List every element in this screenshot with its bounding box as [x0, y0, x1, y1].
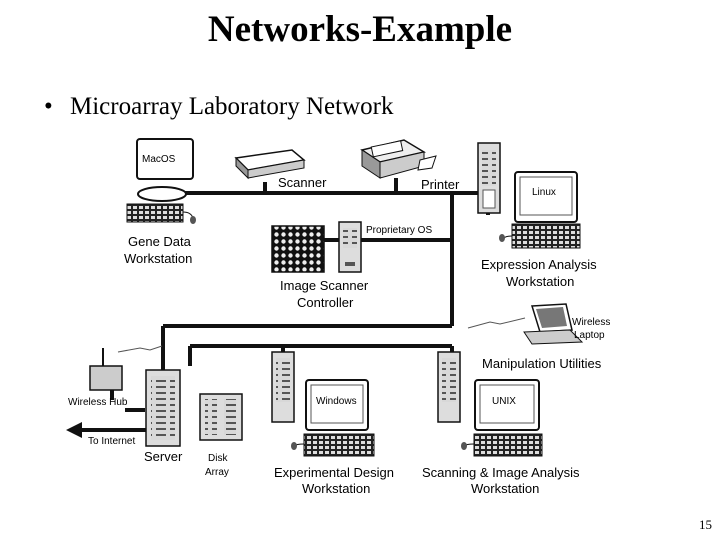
printer: Printer	[360, 139, 460, 192]
linux-label: Linux	[532, 187, 556, 198]
proprietary-os-label: Proprietary OS	[366, 225, 432, 236]
scanner: Scanner	[234, 149, 327, 190]
gene-data-workstation: MacOS Gene Data Workstation	[124, 138, 196, 266]
scanning-label-2: Workstation	[471, 481, 539, 496]
page-number: 15	[699, 517, 712, 532]
disk-label-1: Disk	[208, 453, 228, 464]
expression-label-1: Expression Analysis	[481, 257, 597, 272]
expression-label-2: Workstation	[506, 274, 574, 289]
printer-label: Printer	[421, 177, 460, 192]
image-scanner-label-1: Image Scanner	[280, 278, 369, 293]
internet-arrow	[66, 422, 148, 438]
server: Server	[144, 369, 183, 464]
microarray-grid-icon	[271, 225, 325, 273]
bullet-text: Microarray Laboratory Network	[70, 93, 394, 120]
wireless-laptop-label-2: Laptop	[574, 330, 605, 341]
monitor-icon	[136, 138, 194, 180]
scanner-label: Scanner	[278, 175, 327, 190]
wireless-hub: Wireless Hub	[68, 348, 128, 408]
keyboard-icon	[511, 223, 581, 249]
experimental-label-2: Workstation	[302, 481, 370, 496]
disk-label-2: Array	[205, 467, 229, 478]
wireless-signal	[117, 317, 526, 353]
disk-array: Disk Array	[199, 393, 243, 478]
image-scanner-controller: Proprietary OS Image Scanner Controller	[271, 221, 432, 310]
wireless-laptop-label-1: Wireless	[572, 317, 610, 328]
expression-analysis-workstation: Linux Expression Analysis Workstation	[477, 142, 597, 289]
keyboard-icon	[303, 433, 375, 457]
bullet-dot: •	[44, 93, 53, 120]
manipulation-label: Manipulation Utilities	[482, 356, 602, 371]
windows-label: Windows	[316, 396, 357, 407]
scanning-image-analysis-workstation: UNIX Scanning & Image Analysis Workstati…	[422, 351, 580, 496]
wireless-laptop: Wireless Laptop	[523, 303, 610, 345]
slide-title: Networks-Example	[207, 9, 513, 50]
gene-data-label-2: Workstation	[124, 251, 192, 266]
wireless-hub-label: Wireless Hub	[68, 397, 128, 408]
server-label: Server	[144, 449, 183, 464]
keyboard-icon	[126, 203, 184, 223]
experimental-design-workstation: Windows Experimental Design Workstation	[271, 351, 394, 496]
gene-data-label-1: Gene Data	[128, 234, 192, 249]
keyboard-icon	[473, 433, 543, 457]
experimental-label-1: Experimental Design	[274, 465, 394, 480]
image-scanner-label-2: Controller	[297, 295, 354, 310]
macos-label: MacOS	[142, 154, 176, 165]
to-internet-label: To Internet	[88, 436, 135, 447]
unix-label: UNIX	[492, 396, 516, 407]
bullet-item: • Microarray Laboratory Network	[44, 93, 393, 121]
scanning-label-1: Scanning & Image Analysis	[422, 465, 580, 480]
